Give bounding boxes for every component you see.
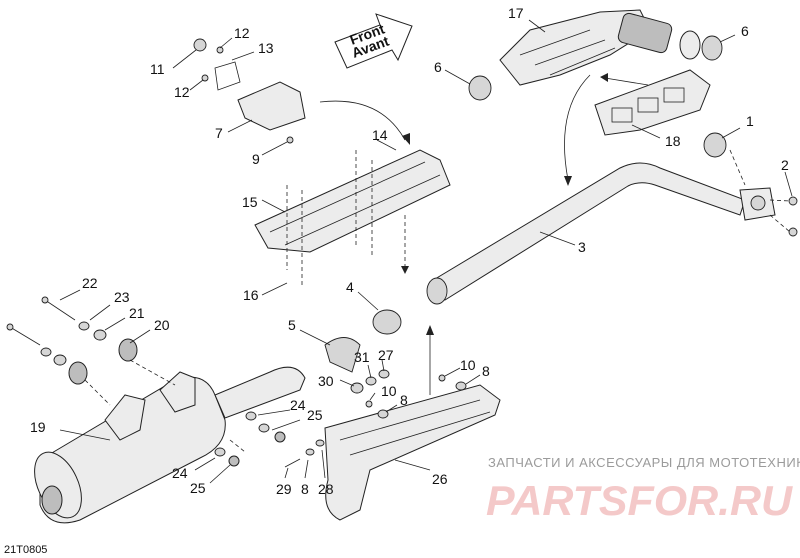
watermark-logo: PARTSFOR.RU — [486, 477, 794, 524]
callout-31: 31 — [354, 349, 370, 365]
callout-2: 2 — [781, 157, 789, 173]
diagram-code: 21T0805 — [4, 544, 47, 556]
assembly-arrows — [319, 73, 649, 395]
heat-shield-plate — [594, 69, 711, 136]
muffler-hardware — [6, 296, 286, 467]
callout-25-lower: 25 — [190, 480, 206, 496]
nut-top — [788, 196, 798, 206]
nut-bottom — [788, 227, 798, 237]
callout-9: 9 — [252, 151, 260, 167]
callout-22: 22 — [82, 275, 98, 291]
callout-27: 27 — [378, 347, 394, 363]
callout-16: 16 — [243, 287, 259, 303]
muffler — [34, 366, 306, 524]
callout-11: 11 — [150, 61, 165, 77]
callout-7: 7 — [215, 125, 223, 141]
callout-10-right: 10 — [460, 357, 476, 373]
callout-6-right: 6 — [741, 23, 749, 39]
callout-24-upper: 24 — [290, 397, 306, 413]
front-direction-arrow: Front Avant — [334, 13, 413, 69]
leader-lines — [59, 19, 793, 484]
pipe-heat-shield — [254, 149, 451, 253]
callout-8-middle: 8 — [400, 392, 408, 408]
callout-17: 17 — [508, 5, 524, 21]
alignment-lines — [84, 149, 791, 453]
callout-18: 18 — [665, 133, 681, 149]
callout-3: 3 — [578, 239, 586, 255]
callout-5: 5 — [288, 317, 296, 333]
upper-heat-shield — [499, 9, 701, 86]
callout-23: 23 — [114, 289, 130, 305]
callout-1: 1 — [746, 113, 754, 129]
callout-30: 30 — [318, 373, 334, 389]
callout-24-lower: 24 — [172, 465, 188, 481]
callout-26: 26 — [432, 471, 448, 487]
callout-6-left: 6 — [434, 59, 442, 75]
clamp-left — [468, 75, 492, 101]
watermark-tagline: ЗАПЧАСТИ И АКСЕССУАРЫ ДЛЯ МОТОТЕХНИКИ — [488, 455, 800, 470]
muffler-clamp — [324, 337, 361, 373]
callout-4: 4 — [346, 279, 354, 295]
clamp-right — [701, 35, 723, 61]
callout-14: 14 — [372, 127, 388, 143]
gasket-ring — [703, 132, 727, 158]
callout-21: 21 — [129, 305, 145, 321]
callout-12-lower: 12 — [174, 84, 190, 100]
callout-8-lower: 8 — [301, 481, 309, 497]
callout-8-right: 8 — [482, 363, 490, 379]
callout-25-upper: 25 — [307, 407, 323, 423]
lower-heat-shield — [324, 384, 501, 521]
pipe-sleeve — [372, 309, 402, 335]
callout-29: 29 — [276, 481, 292, 497]
callout-12-upper: 12 — [234, 25, 250, 41]
callout-10-middle: 10 — [381, 383, 397, 399]
shield-bracket — [193, 38, 306, 144]
callout-19: 19 — [30, 419, 46, 435]
callout-20: 20 — [154, 317, 170, 333]
callout-28: 28 — [318, 481, 334, 497]
callout-13: 13 — [258, 40, 274, 56]
callout-15: 15 — [242, 194, 258, 210]
header-pipe — [426, 162, 776, 305]
